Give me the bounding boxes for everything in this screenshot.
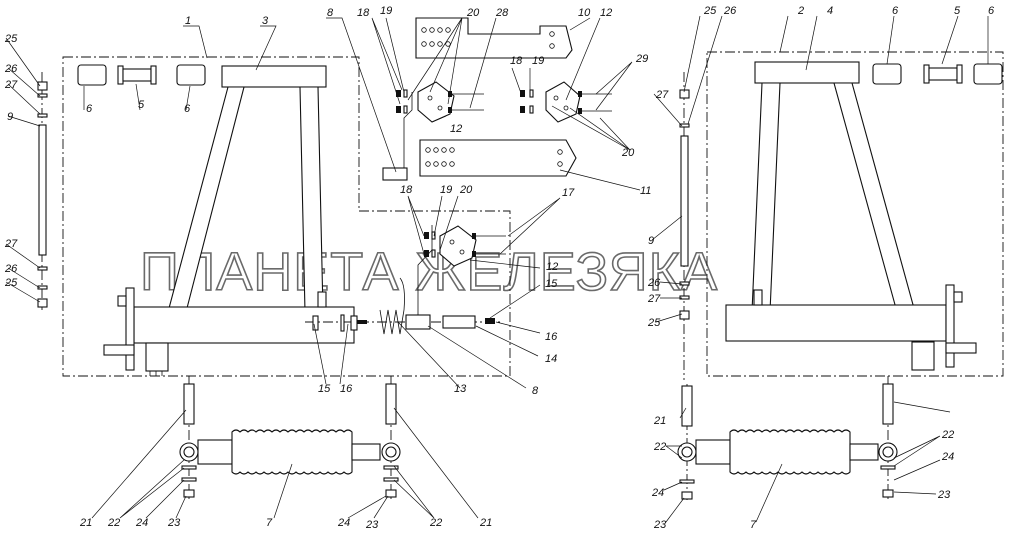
spring-and-lever bbox=[305, 225, 500, 335]
callout-26: 26 bbox=[4, 263, 18, 275]
right-shock-absorber bbox=[677, 376, 898, 500]
callout-4: 4 bbox=[827, 5, 833, 17]
callout-28: 28 bbox=[495, 7, 509, 19]
leader-lines bbox=[5, 15, 989, 523]
callout-29: 29 bbox=[635, 53, 648, 65]
callout-19: 19 bbox=[440, 184, 452, 196]
callout-18: 18 bbox=[400, 184, 413, 196]
callout-9: 9 bbox=[648, 235, 654, 247]
callout-1: 1 bbox=[185, 15, 191, 27]
callout-18: 18 bbox=[510, 55, 523, 67]
callout-12: 12 bbox=[546, 261, 558, 273]
callout-6: 6 bbox=[892, 5, 899, 17]
callout-27: 27 bbox=[4, 238, 18, 250]
callout-labels: 1 3 8 18 19 20 28 10 12 18 19 29 20 12 1… bbox=[4, 5, 995, 531]
callout-11: 11 bbox=[640, 185, 651, 197]
callout-25: 25 bbox=[4, 33, 18, 45]
callout-10: 10 bbox=[578, 7, 591, 19]
callout-26: 26 bbox=[647, 277, 661, 289]
callout-25: 25 bbox=[703, 5, 717, 17]
callout-22: 22 bbox=[941, 429, 954, 441]
callout-14: 14 bbox=[545, 353, 557, 365]
callout-26: 26 bbox=[723, 5, 737, 17]
callout-6: 6 bbox=[86, 103, 93, 115]
callout-6: 6 bbox=[184, 103, 191, 115]
callout-5: 5 bbox=[954, 5, 961, 17]
callout-24: 24 bbox=[337, 517, 350, 529]
bushing-6 bbox=[77, 64, 107, 86]
callout-23: 23 bbox=[365, 519, 379, 531]
callout-20: 20 bbox=[621, 147, 635, 159]
callout-19: 19 bbox=[380, 5, 392, 17]
callout-25: 25 bbox=[647, 317, 661, 329]
callout-27: 27 bbox=[647, 293, 661, 305]
callout-24: 24 bbox=[941, 451, 954, 463]
callout-13: 13 bbox=[454, 383, 467, 395]
callout-27: 27 bbox=[4, 79, 18, 91]
bracket-12 bbox=[545, 81, 581, 123]
bushing-6 bbox=[973, 63, 1003, 85]
right-frame bbox=[725, 61, 977, 371]
callout-15: 15 bbox=[545, 278, 558, 290]
callout-18: 18 bbox=[357, 7, 370, 19]
callout-23: 23 bbox=[167, 517, 181, 529]
bracket-12 bbox=[439, 225, 477, 267]
bracket-12 bbox=[417, 81, 455, 123]
pin-5 bbox=[923, 64, 963, 84]
left-assembly-boundary bbox=[62, 56, 511, 377]
callout-23: 23 bbox=[653, 519, 667, 531]
callout-20: 20 bbox=[459, 184, 473, 196]
callout-21: 21 bbox=[479, 517, 492, 529]
callout-6: 6 bbox=[988, 5, 995, 17]
callout-22: 22 bbox=[429, 517, 442, 529]
callout-7: 7 bbox=[266, 517, 273, 529]
callout-9: 9 bbox=[7, 111, 13, 123]
callout-12: 12 bbox=[600, 7, 612, 19]
callout-22: 22 bbox=[107, 517, 120, 529]
callout-21: 21 bbox=[79, 517, 92, 529]
callout-23: 23 bbox=[937, 489, 951, 501]
callout-21: 21 bbox=[653, 415, 666, 427]
callout-16: 16 bbox=[545, 331, 558, 343]
callout-17: 17 bbox=[562, 187, 575, 199]
callout-2: 2 bbox=[797, 5, 804, 17]
fasteners bbox=[396, 89, 612, 258]
callout-8: 8 bbox=[532, 385, 539, 397]
bushing-6 bbox=[176, 64, 206, 86]
callout-15: 15 bbox=[318, 383, 331, 395]
callout-7: 7 bbox=[750, 519, 757, 531]
callout-24: 24 bbox=[651, 487, 664, 499]
right-tie-rod bbox=[679, 72, 690, 380]
callout-16: 16 bbox=[340, 383, 353, 395]
plate-11 bbox=[419, 139, 577, 177]
left-shock-absorber bbox=[179, 376, 401, 500]
left-tie-rod bbox=[37, 72, 48, 310]
right-assembly-boundary bbox=[706, 51, 1004, 377]
bushing-6 bbox=[872, 63, 902, 85]
watermark: ПЛАНЕТА ЖЕЛЕЗЯКА bbox=[140, 242, 718, 302]
callout-25: 25 bbox=[4, 277, 18, 289]
callout-8: 8 bbox=[327, 7, 334, 19]
lever-8 bbox=[382, 92, 413, 181]
callout-24: 24 bbox=[135, 517, 148, 529]
callout-3: 3 bbox=[262, 15, 269, 27]
callout-27: 27 bbox=[655, 89, 669, 101]
callout-26: 26 bbox=[4, 63, 18, 75]
callout-5: 5 bbox=[138, 99, 145, 111]
callout-22: 22 bbox=[653, 441, 666, 453]
callout-19: 19 bbox=[532, 55, 544, 67]
callout-20: 20 bbox=[466, 7, 480, 19]
pin-5 bbox=[117, 65, 157, 85]
callout-12: 12 bbox=[450, 123, 462, 135]
